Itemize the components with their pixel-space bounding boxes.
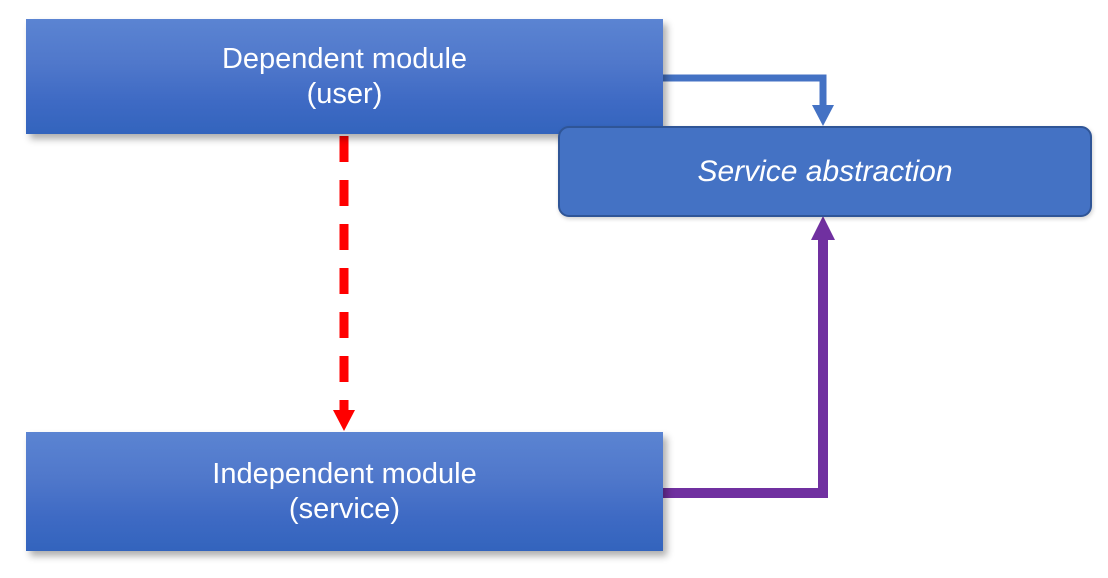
dependency-arrow[interactable] xyxy=(333,136,355,431)
implements-arrow[interactable] xyxy=(663,216,835,498)
node-independent-module-line2: (service) xyxy=(288,492,401,525)
uses-arrow[interactable] xyxy=(663,74,834,126)
node-dependent-module-line1: Dependent module xyxy=(221,43,468,76)
node-independent-module-line1: Independent module xyxy=(212,458,477,491)
node-service-abstraction[interactable]: Service abstraction xyxy=(558,126,1092,217)
node-dependent-module-line2: (user) xyxy=(306,77,383,110)
node-independent-module[interactable]: Independent module (service) xyxy=(26,432,663,551)
node-dependent-module[interactable]: Dependent module (user) xyxy=(26,19,663,134)
node-service-abstraction-label: Service abstraction xyxy=(697,154,953,188)
